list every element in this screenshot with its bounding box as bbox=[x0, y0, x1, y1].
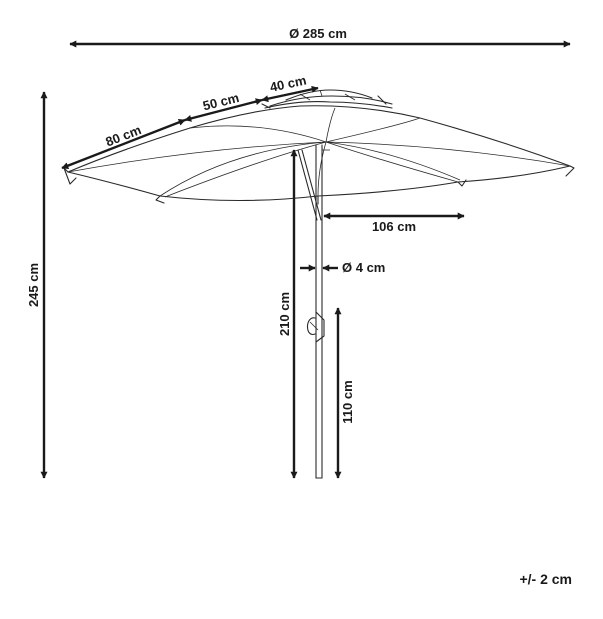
top-canopy-tiers bbox=[261, 89, 393, 109]
main-canopy bbox=[63, 105, 575, 205]
dimension-lines bbox=[40, 40, 571, 479]
dim-line-rib-middle bbox=[184, 98, 263, 122]
dim-line-rib-outer bbox=[61, 118, 186, 170]
crank-handle bbox=[306, 311, 325, 343]
label-canopy-diameter: Ø 285 cm bbox=[289, 26, 347, 41]
label-crank-height: 110 cm bbox=[340, 380, 355, 423]
support-struts bbox=[297, 149, 330, 221]
label-total-height: 245 cm bbox=[26, 263, 41, 307]
dimension-labels: Ø 285 cm 245 cm 80 cm 50 cm 40 cm 106 cm… bbox=[26, 26, 572, 587]
umbrella-drawing bbox=[63, 89, 575, 479]
label-clearance-height: 210 cm bbox=[277, 292, 292, 336]
label-pole-diameter: Ø 4 cm bbox=[342, 260, 385, 275]
label-canopy-radius: 106 cm bbox=[372, 219, 416, 234]
label-rib-top: 40 cm bbox=[268, 72, 307, 94]
dim-line-rib-top bbox=[261, 85, 319, 103]
umbrella-pole bbox=[315, 144, 323, 479]
tolerance-note: +/- 2 cm bbox=[519, 571, 572, 587]
